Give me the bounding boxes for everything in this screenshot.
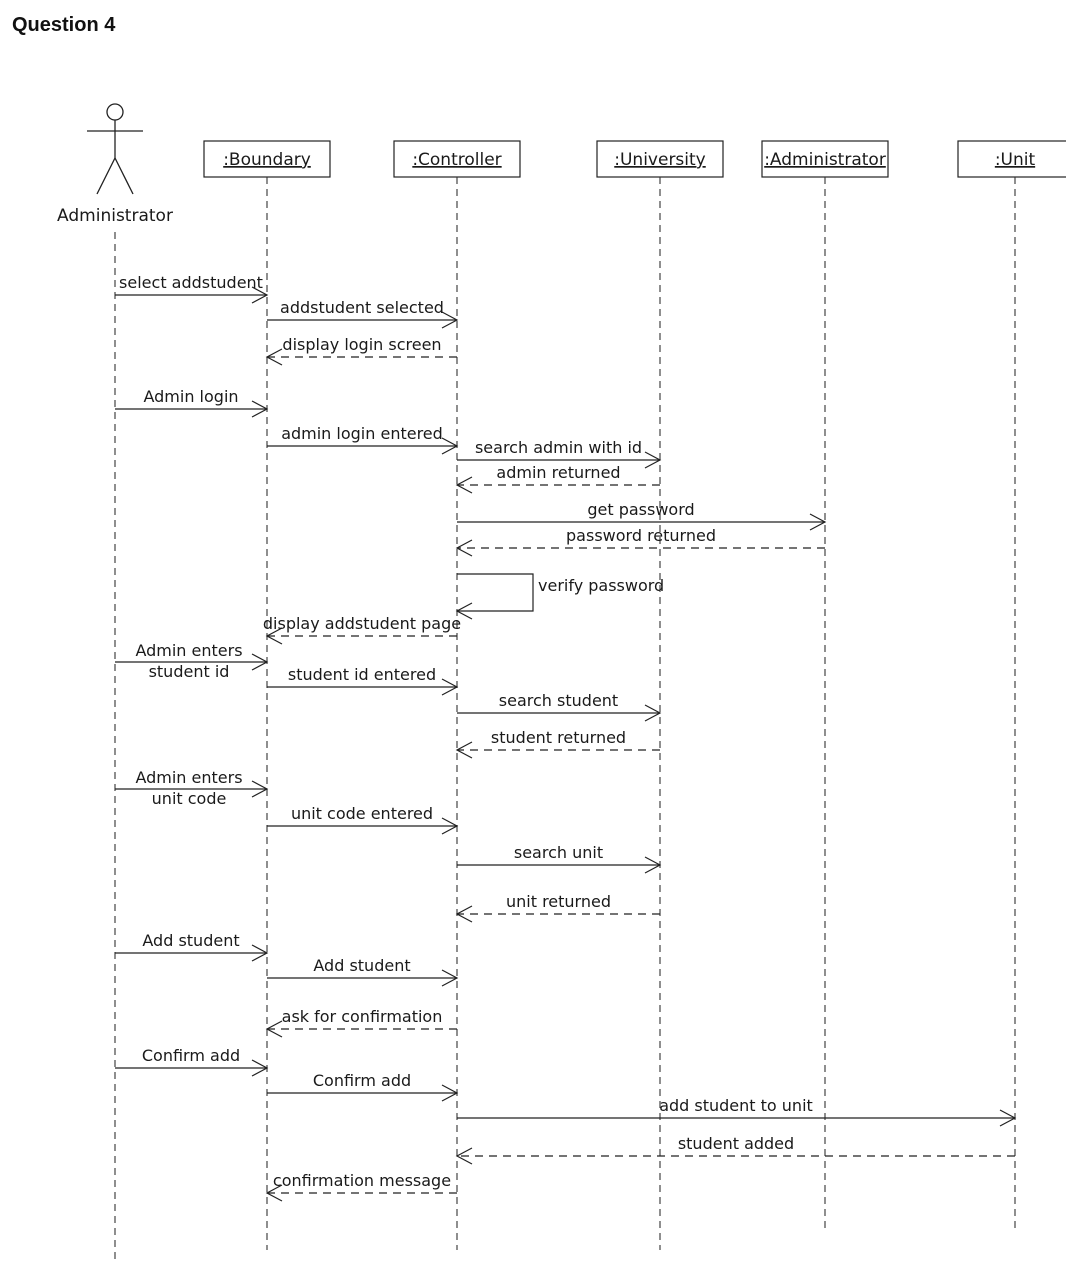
message-6-label: search admin with id	[475, 438, 642, 457]
message-19-arrowhead	[455, 905, 473, 923]
message-24-label: Confirm add	[313, 1071, 411, 1090]
message-20-arrowhead	[251, 944, 269, 962]
actor-head	[106, 103, 124, 121]
administrator-object-label: :Administrator	[764, 150, 886, 170]
message-17-label: unit code entered	[291, 804, 433, 823]
message-10-label: verify password	[538, 576, 664, 595]
boundary-object-label: :Boundary	[223, 150, 311, 170]
message-23-label: Confirm add	[142, 1046, 240, 1065]
unit-object-label: :Unit	[995, 150, 1036, 170]
message-23-arrowhead	[251, 1059, 269, 1077]
message-18-arrowhead	[644, 856, 662, 874]
message-1-arrowhead	[251, 286, 269, 304]
message-7-label: admin returned	[496, 463, 620, 482]
message-21-label: Add student	[313, 956, 410, 975]
message-12-label-line-2: student id	[149, 662, 230, 681]
message-17-arrowhead	[441, 817, 459, 835]
actor-right-leg	[114, 157, 134, 195]
message-19-label: unit returned	[506, 892, 611, 911]
message-4-arrowhead	[251, 400, 269, 418]
message-5-arrowhead	[441, 437, 459, 455]
message-9-arrowhead	[455, 539, 473, 557]
administrator-object-box	[761, 140, 889, 178]
message-1-label: select addstudent	[119, 273, 263, 292]
message-22-arrowhead	[265, 1020, 283, 1038]
page-heading: Question 4	[12, 14, 116, 36]
message-12-arrowhead	[251, 653, 269, 671]
message-9-label: password returned	[566, 526, 716, 545]
message-16-label-line-1: Admin enters	[135, 768, 242, 787]
message-13-label: student id entered	[288, 665, 436, 684]
university-object-box	[596, 140, 724, 178]
message-2-label: addstudent selected	[280, 298, 444, 317]
boundary-object-box	[203, 140, 331, 178]
message-6-arrowhead	[644, 451, 662, 469]
message-7-arrowhead	[455, 476, 473, 494]
actor-left-leg	[96, 157, 116, 195]
message-13-arrowhead	[441, 678, 459, 696]
message-14-label: search student	[499, 691, 618, 710]
message-11-arrowhead	[265, 627, 283, 645]
controller-object-label: :Controller	[412, 150, 501, 170]
message-26-arrowhead	[455, 1147, 473, 1165]
message-14-arrowhead	[644, 704, 662, 722]
message-21-arrowhead	[441, 969, 459, 987]
message-25-label: add student to unit	[659, 1096, 813, 1115]
message-24-arrowhead	[441, 1084, 459, 1102]
message-16-arrowhead	[251, 780, 269, 798]
message-15-arrowhead	[455, 741, 473, 759]
message-26-label: student added	[678, 1134, 794, 1153]
message-2-arrowhead	[441, 311, 459, 329]
message-20-label: Add student	[142, 931, 239, 950]
message-3-arrowhead	[265, 348, 283, 366]
message-27-arrowhead	[265, 1184, 283, 1202]
message-5-label: admin login entered	[281, 424, 443, 443]
message-16-label-line-2: unit code	[152, 789, 227, 808]
controller-object-box	[393, 140, 521, 178]
message-27-label: confirmation message	[273, 1171, 451, 1190]
message-10-arrowhead	[455, 602, 473, 620]
message-8-label: get password	[587, 500, 694, 519]
message-15-label: student returned	[491, 728, 626, 747]
message-8-arrowhead	[809, 513, 827, 531]
unit-object-box	[957, 140, 1066, 178]
message-3-label: display login screen	[282, 335, 441, 354]
message-4-label: Admin login	[143, 387, 238, 406]
message-12-label-line-1: Admin enters	[135, 641, 242, 660]
actor-label: Administrator	[57, 206, 173, 226]
message-11-label: display addstudent page	[263, 614, 461, 633]
message-22-label: ask for confirmation	[282, 1007, 443, 1026]
message-25-arrowhead	[999, 1109, 1017, 1127]
message-18-label: search unit	[514, 843, 603, 862]
message-10-self-arrow	[457, 573, 534, 612]
university-object-label: :University	[614, 150, 705, 170]
